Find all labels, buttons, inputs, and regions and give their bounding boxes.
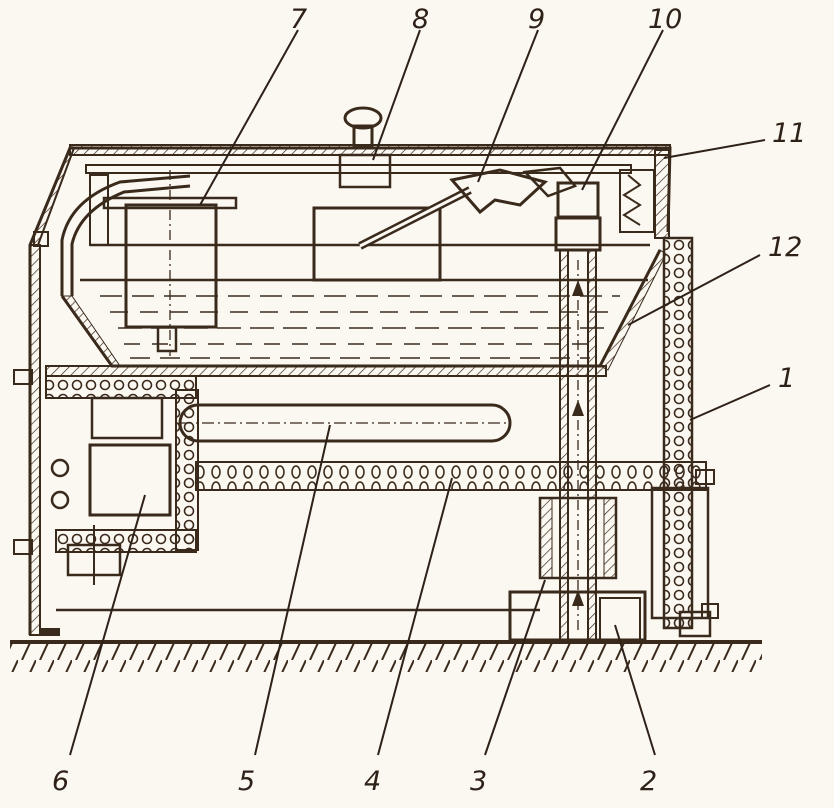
valve-assembly: [554, 169, 655, 252]
callout-10: 10: [648, 4, 682, 35]
water-tank: [45, 249, 667, 377]
leader-lines: [69, 29, 771, 756]
callout-12: 12: [768, 232, 802, 263]
callout-3: 3: [470, 766, 487, 797]
mounting-bolts: [13, 231, 719, 619]
heating-coil-horizontal: [195, 461, 707, 491]
pump-base: [508, 496, 647, 642]
callout-labels: 1 2 3 4 5 6 7 8 9 10 11 12: [52, 4, 806, 797]
float-sensor: [102, 170, 238, 356]
callout-1: 1: [778, 363, 795, 394]
callout-9: 9: [528, 4, 545, 35]
callout-4: 4: [364, 766, 381, 797]
callout-6: 6: [52, 766, 69, 797]
callout-7: 7: [290, 4, 307, 35]
heating-element: [178, 403, 512, 443]
ground-base: [10, 640, 762, 672]
lever-arm: [358, 166, 578, 250]
callout-11: 11: [772, 118, 806, 149]
callout-5: 5: [238, 766, 255, 797]
callout-8: 8: [412, 4, 429, 35]
riser-tube: [559, 249, 597, 641]
filler-cap: [338, 106, 392, 189]
callout-2: 2: [640, 766, 657, 797]
terminal-block: [50, 396, 172, 585]
